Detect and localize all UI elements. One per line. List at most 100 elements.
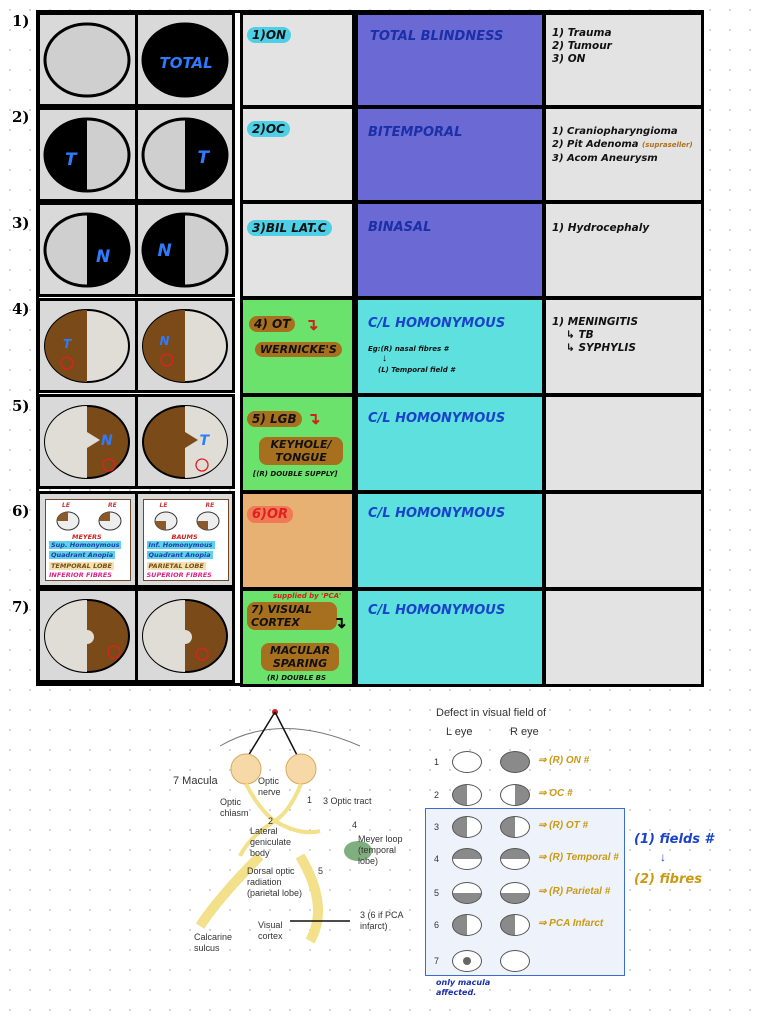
cause-item: 2) Pit Adenoma	[552, 139, 639, 150]
eye-letter: T	[197, 148, 210, 168]
l-eye-label: L eye	[446, 726, 473, 738]
cause-item: SYPHYLIS	[578, 342, 636, 354]
defect-cell-2: BITEMPORAL	[355, 106, 545, 203]
lesion-label: 4) OT	[249, 316, 296, 332]
causes-cell-6	[543, 491, 704, 590]
eye-cell-row-2: T T	[37, 107, 235, 202]
lesion-top-note: supplied by 'PCA'	[273, 592, 342, 600]
row-number: 2)	[12, 108, 30, 126]
arrow-icon: ↴	[333, 615, 347, 632]
l-eye-field-2	[452, 784, 482, 806]
optic-chiasm-label: Optic chiasm	[220, 797, 249, 818]
r-eye-label: R eye	[510, 726, 539, 738]
right-eye-field	[141, 212, 229, 287]
anopia-type: Sup. Homonymous	[49, 541, 122, 549]
cause-item: 3) Acom Aneurysm	[552, 153, 658, 164]
meyer-loop-label: Meyer loop (temporal lobe)	[358, 834, 403, 866]
eye-cell-row-1: TOTAL	[37, 12, 235, 107]
defect-label: C/L HOMONYMOUS	[368, 316, 506, 331]
cause-item: 1) Craniopharyngioma	[552, 126, 678, 137]
right-eye-field	[141, 117, 229, 192]
visual-pathway-diagram	[195, 709, 372, 944]
row-number: 4)	[12, 300, 30, 318]
defect-label: C/L HOMONYMOUS	[368, 603, 506, 618]
causes-cell-3: 1) Hydrocephaly	[543, 201, 704, 299]
meyers-label: MEYERS	[72, 533, 102, 541]
lesion-cell-6: 6)OR	[240, 491, 355, 590]
eye-letter: TOTAL	[159, 54, 213, 72]
row-number: 1)	[12, 12, 30, 30]
right-eye-field	[141, 308, 228, 383]
l-eye-field-1	[452, 751, 482, 773]
left-eye-field	[44, 598, 131, 673]
causes-cell-4: 1) MENINGITIS ↳ TB ↳ SYPHYLIS	[543, 297, 704, 396]
anopia-type: Inf. Homonymous	[146, 541, 215, 549]
lesion-cell-1: 1)ON	[240, 12, 355, 108]
causes-list: 1) Craniopharyngioma 2) Pit Adenoma (sup…	[552, 125, 693, 165]
anopia-name: Quadrant Anopia	[146, 551, 213, 559]
optic-tract-label: 3 Optic tract	[323, 796, 372, 806]
eye-letter: N	[157, 241, 172, 261]
quadrant-eyes	[154, 511, 219, 531]
eye-letter: N	[96, 247, 111, 267]
fields-note: (1) fields #	[634, 832, 714, 847]
eye-cell-row-6: LE RE MEYERS Sup. Homonymous Quadrant An…	[37, 491, 235, 588]
l-eye-field-4	[452, 848, 482, 870]
left-eye-field	[43, 212, 131, 287]
eye-cell-row-5: N T	[37, 394, 235, 489]
lesion-note: (R) DOUBLE BS	[267, 674, 327, 682]
fibres-label: INFERIOR FIBRES	[49, 571, 112, 579]
lesion-cell-3: 3)BIL LAT.C	[240, 201, 355, 299]
defect-note-6: ⇒ PCA Infarct	[538, 918, 604, 929]
quadrant-box-right: LE RE BAUMS Inf. Homonymous Quadrant Ano…	[142, 499, 229, 581]
defect-label: TOTAL BLINDNESS	[370, 29, 504, 44]
arrow-icon: ↴	[305, 317, 319, 334]
causes-list: 1) Trauma 2) Tumour 3) ON	[552, 27, 612, 66]
eye-cell-row-3: N N	[37, 202, 235, 297]
r-eye-field-2	[500, 784, 530, 806]
row-number: 3)	[12, 214, 30, 232]
right-eye-field	[141, 22, 229, 97]
left-eye-field	[44, 404, 131, 479]
causes-cell-5	[543, 394, 704, 493]
baums-label: BAUMS	[171, 533, 198, 541]
re-label: RE	[205, 502, 215, 509]
defect-panel-title: Defect in visual field of	[436, 707, 547, 719]
pca-label: 3 (6 if PCA infarct)	[360, 910, 404, 931]
defect-cell-5: C/L HOMONYMOUS	[355, 394, 545, 493]
defect-cell-3: BINASAL	[355, 201, 545, 299]
r-eye-field-5	[500, 882, 530, 904]
defect-cell-1: TOTAL BLINDNESS	[355, 12, 545, 108]
lesion-label: 7) VISUAL CORTEX	[247, 602, 337, 630]
arrow-down-icon: ↓	[660, 850, 666, 864]
macula-note: only macula affected.	[436, 978, 491, 997]
le-label: LE	[62, 502, 70, 509]
pathway-number: 1	[307, 795, 313, 805]
defect-cell-6: C/L HOMONYMOUS	[355, 491, 545, 590]
left-eye-field	[43, 22, 131, 97]
causes-cell-7	[543, 588, 704, 687]
causes-cell-2: 1) Craniopharyngioma 2) Pit Adenoma (sup…	[543, 106, 704, 203]
cause-item: 1) MENINGITIS	[552, 316, 639, 328]
le-label: LE	[159, 502, 168, 509]
causes-cell-1: 1) Trauma 2) Tumour 3) ON	[543, 12, 704, 108]
arrow-down-icon: ↓	[382, 353, 387, 364]
l-eye-field-6	[452, 914, 482, 936]
lesion-label: 2)OC	[247, 121, 290, 137]
l-eye-field-7	[452, 950, 482, 972]
r-eye-field-7	[500, 950, 530, 972]
lesion-label: 6)OR	[247, 506, 294, 523]
pathway-number: 5	[318, 866, 324, 876]
r-eye-field-4	[500, 848, 530, 870]
lesion-note: [(R) DOUBLE SUPPLY]	[253, 470, 338, 478]
defect-row-number: 7	[434, 956, 440, 966]
defect-row-number: 2	[434, 790, 440, 800]
r-eye-field-1	[500, 751, 530, 773]
left-eye-field	[43, 117, 131, 192]
cause-item: 1) Hydrocephaly	[552, 222, 650, 234]
cause-item: 3) ON	[552, 53, 586, 65]
lesion-label: 3)BIL LAT.C	[247, 220, 332, 236]
row-number: 6)	[12, 502, 30, 520]
eye-letter: N	[159, 334, 170, 348]
cause-item: TB	[578, 329, 594, 341]
